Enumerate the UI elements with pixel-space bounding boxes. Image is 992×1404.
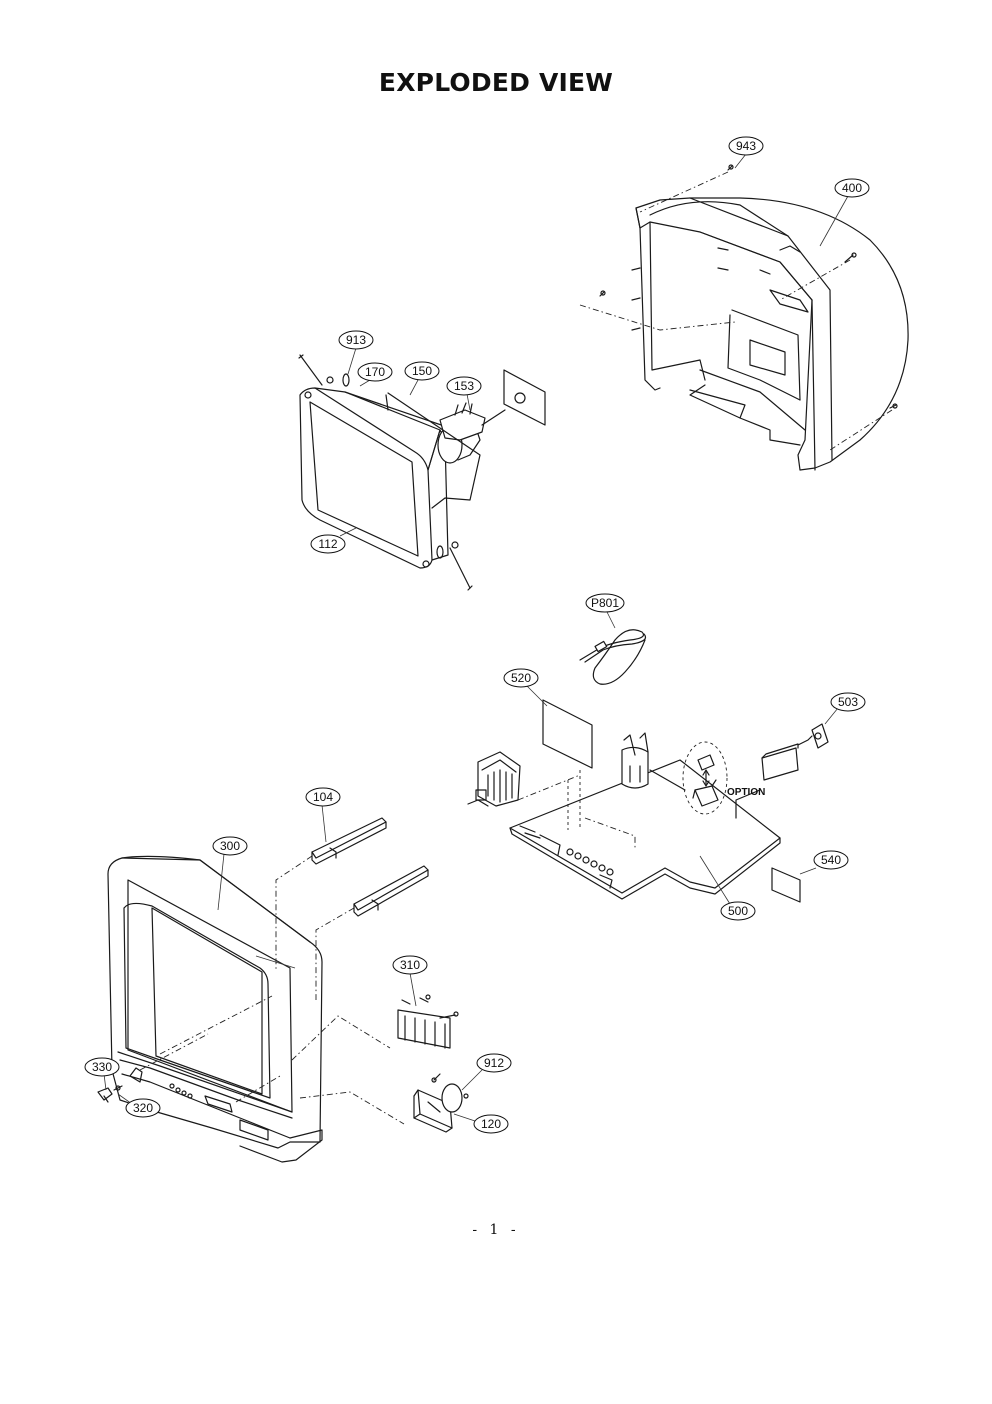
front-cabinet [107,855,323,1163]
shield-plate [542,699,593,769]
svg-text:330: 330 [92,1060,112,1074]
flyback-transformer [621,732,686,791]
back-cover [579,164,909,471]
svg-text:913: 913 [346,333,366,347]
callout-120: 120 [473,1114,509,1134]
main-board [509,759,781,900]
option-label: OPTION [727,787,765,798]
svg-text:170: 170 [365,365,385,379]
callout-500: 500 [720,901,756,921]
svg-text:500: 500 [728,904,748,918]
svg-text:400: 400 [842,181,862,195]
tuner-module [761,723,829,781]
svg-text:P801: P801 [591,596,619,610]
callout-300: 300 [212,836,248,856]
callout-104: 104 [305,787,341,807]
callout-153: 153 [446,376,482,396]
speaker-grille-bars [311,817,429,917]
svg-text:540: 540 [821,853,841,867]
svg-text:520: 520 [511,671,531,685]
callout-320: 320 [125,1098,161,1118]
picture-tube-assembly [298,354,546,591]
power-cord [579,629,647,685]
svg-text:150: 150 [412,364,432,378]
svg-text:912: 912 [484,1056,504,1070]
callout-310: 310 [392,955,428,975]
callout-912: 912 [476,1053,512,1073]
callout-540: 540 [813,850,849,870]
power-button-parts [97,1085,123,1103]
callout-170: 170 [357,362,393,382]
svg-text:320: 320 [133,1101,153,1115]
page-title: EXPLODED VIEW [378,68,614,97]
svg-text:120: 120 [481,1117,501,1131]
callout-913: 913 [338,330,374,350]
callout-P801: P801 [585,593,625,613]
option-module: OPTION [682,741,765,815]
callout-leaders [103,153,849,1123]
svg-text:112: 112 [318,537,337,551]
heatsink-module [467,751,521,807]
svg-text:104: 104 [313,790,333,804]
callout-943: 943 [728,136,764,156]
callout-112: 112 [310,534,346,554]
page-number: - 1 - [472,1222,520,1238]
callout-330: 330 [84,1057,120,1077]
svg-text:943: 943 [736,139,756,153]
callout-400: 400 [834,178,870,198]
svg-text:503: 503 [838,695,858,709]
speaker [413,1073,469,1133]
callout-520: 520 [503,668,539,688]
svg-text:310: 310 [400,958,420,972]
assembly-guide-lines [139,855,405,1125]
small-board [771,867,801,903]
svg-text:300: 300 [220,839,240,853]
callout-503: 503 [830,692,866,712]
callout-150: 150 [404,361,440,381]
svg-text:153: 153 [454,379,474,393]
control-bracket [397,994,459,1049]
